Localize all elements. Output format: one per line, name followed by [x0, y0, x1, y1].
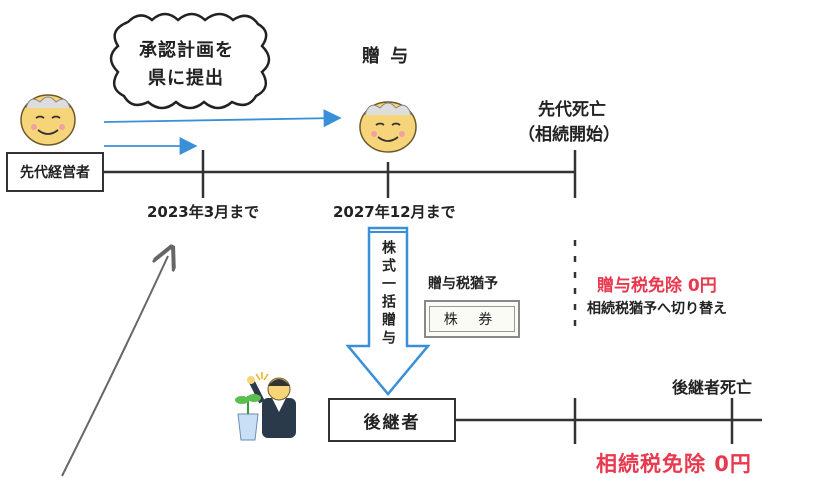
- bubble-text-line1: 承認計画を: [139, 40, 234, 61]
- stock-certificate-label: 株 券: [428, 306, 516, 332]
- gift-label: 贈 与: [362, 46, 411, 67]
- milestone-2027: 2027年12月まで: [333, 203, 456, 221]
- thought-bubble: [109, 12, 271, 110]
- predecessor-death-line2: （相続開始）: [518, 125, 620, 145]
- blue-arrow-to-gift: [103, 109, 342, 128]
- share-transfer-label: 株式一括贈与: [380, 240, 396, 348]
- predecessor-death-line1: 先代死亡: [538, 100, 606, 120]
- successor-box: 後継者: [328, 398, 456, 442]
- plant-pot-icon: [235, 394, 261, 441]
- gift-tax-deferral-label: 贈与税猶予: [428, 276, 498, 292]
- predecessor-face-icon: [20, 94, 76, 146]
- predecessor-box: 先代経営者: [6, 152, 104, 192]
- milestone-2023: 2023年3月まで: [147, 203, 260, 221]
- predecessor-gift-face-icon: [359, 101, 417, 153]
- share-transfer-arrow: [345, 226, 431, 396]
- inheritance-tax-exempt: 相続税免除 0円: [596, 452, 752, 476]
- stock-certificate: 株 券: [424, 300, 520, 338]
- successor-death: 後継者死亡: [672, 378, 753, 397]
- gift-tax-exempt: 贈与税免除 0円: [597, 276, 717, 296]
- bubble-text-line2: 県に提出: [148, 68, 224, 89]
- switch-to-inheritance: 相続税猶予へ切り替え: [587, 301, 727, 317]
- curved-gray-arrow: [61, 256, 168, 477]
